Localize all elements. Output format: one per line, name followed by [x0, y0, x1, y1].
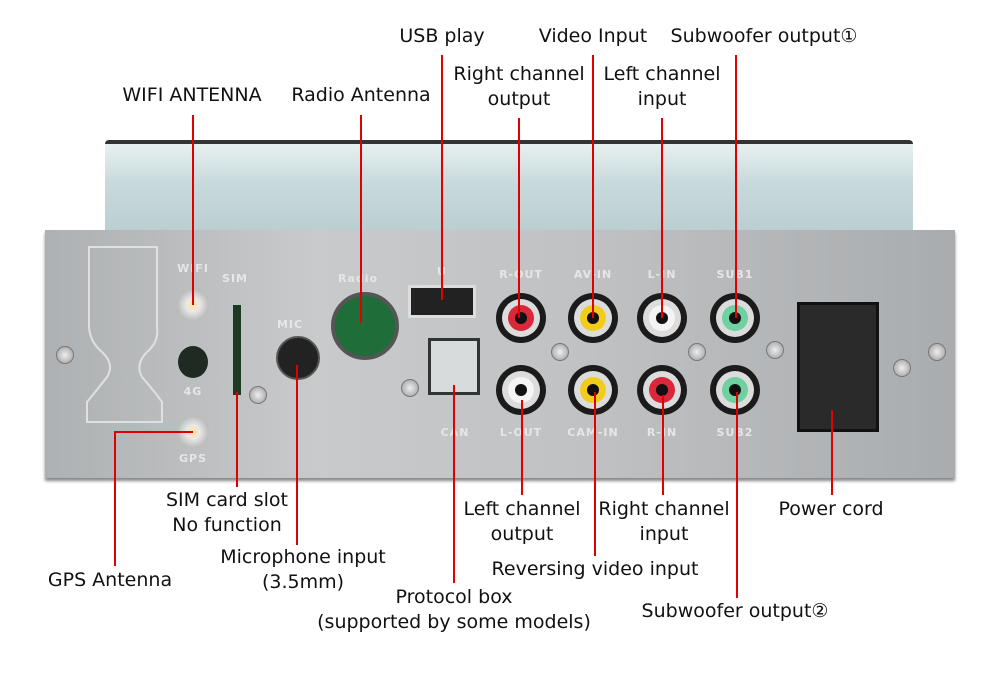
panel-label-sim: SIM — [222, 272, 248, 285]
rca-sub1 — [710, 293, 760, 343]
label-line: Protocol box — [395, 586, 513, 608]
rca-cam-in — [568, 365, 618, 415]
label-line: Right channel — [598, 498, 730, 520]
label-usb: USB play — [399, 25, 485, 47]
panel-label-4g: 4G — [183, 385, 203, 398]
screw — [56, 346, 74, 364]
label-line: SIM card slot — [165, 489, 289, 511]
callout-line-wifi — [192, 115, 194, 305]
label-line: Microphone input — [220, 546, 386, 568]
rca-r-in — [637, 365, 687, 415]
label-line: Left channel — [603, 63, 721, 85]
panel-label-r-in: R-IN — [647, 426, 677, 439]
callout-line-l-in — [661, 118, 663, 318]
device-housing — [105, 140, 913, 239]
label-protocol: Protocol box (supported by some models) — [317, 585, 591, 635]
panel-label-mic: MIC — [276, 318, 304, 331]
sim-card-slot — [233, 305, 241, 395]
panel-label-sub1: SUB1 — [717, 268, 754, 281]
panel-label-radio: Radio — [337, 272, 379, 285]
rca-sub2 — [710, 365, 760, 415]
label-line: input — [639, 523, 689, 545]
callout-line-usb — [441, 55, 443, 300]
panel-label-r-out: R-OUT — [499, 268, 543, 281]
panel-label-can: CAN — [440, 426, 470, 439]
label-gps: GPS Antenna — [47, 569, 173, 591]
callout-line-mic — [296, 365, 298, 545]
rca-l-out — [496, 365, 546, 415]
label-line: Right channel — [453, 63, 585, 85]
label-r-out: Right channel output — [453, 62, 584, 112]
rca-r-out — [496, 293, 546, 343]
label-video-in: Video Input — [538, 25, 648, 47]
label-reversing: Reversing video input — [491, 558, 699, 580]
screw — [766, 341, 784, 359]
callout-line-reversing — [594, 392, 596, 556]
label-l-out: Left channel output — [464, 497, 581, 547]
screw — [551, 343, 569, 361]
label-sim: SIM card slot No function — [166, 488, 288, 538]
screw — [249, 386, 267, 404]
label-line: output — [487, 88, 551, 110]
bracket-outline — [86, 246, 163, 423]
label-line: input — [637, 88, 687, 110]
callout-line-sub2 — [736, 392, 738, 598]
label-radio: Radio Antenna — [291, 84, 431, 106]
callout-line-power — [831, 410, 833, 495]
label-r-in: Right channel input — [598, 497, 729, 547]
panel-label-sub2: SUB2 — [716, 426, 754, 439]
label-line: output — [490, 523, 554, 545]
microphone-jack — [276, 336, 320, 380]
screw — [688, 343, 706, 361]
callout-line-gps — [114, 431, 116, 566]
screw — [928, 343, 946, 361]
screw — [401, 379, 419, 397]
screw — [893, 359, 911, 377]
label-mic: Microphone input (3.5mm) — [220, 545, 386, 595]
panel-label-cam-in: CAM-IN — [567, 426, 619, 439]
4g-antenna-connector — [178, 346, 208, 378]
radio-antenna-connector — [331, 292, 399, 360]
panel-label-gps: GPS — [178, 452, 208, 465]
label-line: Left channel — [463, 498, 581, 520]
panel-label-l-out: L-OUT — [500, 426, 542, 439]
label-sub1: Subwoofer output① — [670, 25, 858, 47]
callout-line-radio — [360, 115, 362, 323]
callout-line-sub1 — [735, 55, 737, 318]
label-wifi: WIFI ANTENNA — [122, 84, 262, 106]
label-line: (3.5mm) — [261, 571, 345, 593]
label-l-in: Left channel input — [604, 62, 721, 112]
power-cord-connector — [797, 302, 879, 432]
callout-line-sim — [236, 392, 238, 487]
callout-line-gps-h — [115, 431, 193, 433]
callout-line-l-out — [521, 400, 523, 495]
label-line: No function — [172, 514, 282, 536]
callout-line-video-in — [592, 55, 594, 318]
callout-line-r-out — [518, 118, 520, 318]
label-power: Power cord — [778, 498, 884, 520]
label-sub2: Subwoofer output② — [641, 600, 829, 622]
callout-line-protocol — [453, 385, 455, 583]
callout-line-r-in — [662, 395, 664, 495]
label-line: (supported by some models) — [317, 611, 591, 633]
